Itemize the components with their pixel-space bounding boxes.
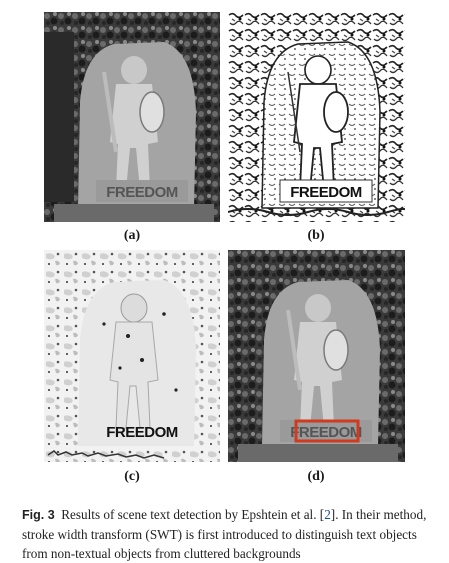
panel-c-image: FREEDOM (44, 250, 220, 462)
panel-a-label: (a) (123, 228, 141, 243)
panel-c-sign-text: FREEDOM (106, 424, 178, 441)
panel-b-label: (b) (307, 228, 325, 243)
panel-a-image: FREEDOM (44, 12, 220, 222)
panel-b-sign-text: FREEDOM (290, 184, 362, 201)
panel-a-sign-text: FREEDOM (106, 184, 178, 201)
caption-text-part2: ]. In their method, stroke width transfo… (22, 507, 427, 561)
caption-text-part1: Results of scene text detection by Epsht… (61, 507, 325, 522)
panel-c-label: (c) (124, 469, 140, 484)
figure-caption: Fig. 3 Results of scene text detection b… (22, 505, 434, 563)
panel-d-label: (d) (307, 469, 325, 484)
panel-d-sign-text: FREEDOM (290, 424, 362, 441)
panel-d-image: FREEDOM (228, 250, 405, 462)
citation-link[interactable]: 2 (324, 507, 331, 522)
panel-b-image: FREEDOM (228, 12, 405, 222)
figure-number: Fig. 3 (22, 508, 55, 522)
detection-bounding-box (294, 419, 360, 443)
